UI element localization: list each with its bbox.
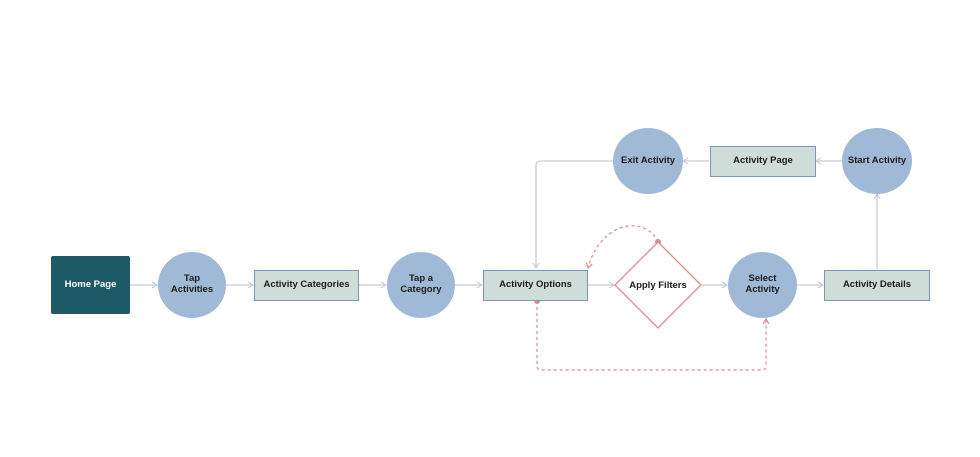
tap-a-category-node[interactable]: Tap a Category [387,252,455,318]
home-page-node[interactable]: Home Page [51,256,130,314]
start-activity-node[interactable]: Start Activity [842,128,912,194]
activity-categories-node[interactable]: Activity Categories [254,270,359,301]
dashed-edge-options-to-select [536,301,770,371]
activity-details-node[interactable]: Activity Details [824,270,930,301]
apply-filters-diamond[interactable] [614,241,702,329]
edge-exit-to-options [532,160,613,270]
activity-page-node[interactable]: Activity Page [710,146,816,177]
select-activity-node[interactable]: Select Activity [728,252,797,318]
apply-filters-label: Apply Filters [629,279,687,291]
activity-options-node[interactable]: Activity Options [483,270,588,301]
exit-activity-node[interactable]: Exit Activity [613,128,683,194]
tap-activities-node[interactable]: Tap Activities [158,252,226,318]
